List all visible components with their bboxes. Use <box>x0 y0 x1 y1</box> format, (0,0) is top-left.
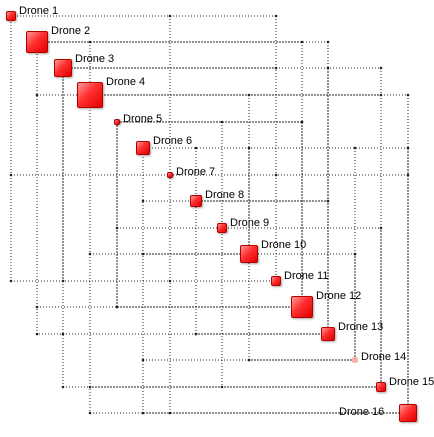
drone-node[interactable] <box>217 223 227 233</box>
drone-label: Drone 6 <box>153 135 193 147</box>
drone-label: Drone 12 <box>316 290 362 302</box>
drone-label: Drone 13 <box>338 321 384 333</box>
drone-label: Drone 3 <box>75 53 115 65</box>
drone-label: Drone 9 <box>230 217 270 229</box>
drone-label: Drone 5 <box>123 113 163 125</box>
drone-node[interactable] <box>376 382 386 392</box>
drone-node[interactable] <box>77 82 103 108</box>
link-joint <box>9 173 13 177</box>
link-joint <box>353 252 357 256</box>
drone-label: Drone 15 <box>389 376 434 388</box>
link-joint <box>115 305 119 309</box>
drone-node[interactable] <box>190 195 202 207</box>
link-joint <box>35 332 39 336</box>
link-joint <box>141 358 145 362</box>
drone-node[interactable] <box>114 119 120 125</box>
drone-label: Drone 7 <box>176 166 216 178</box>
link-joint <box>326 66 330 70</box>
drone-node[interactable] <box>271 276 281 286</box>
link-joint <box>274 66 278 70</box>
drone-label: Drone 14 <box>361 351 407 363</box>
link-joint <box>35 93 39 97</box>
link-joint <box>406 93 410 97</box>
link-joint <box>379 93 383 97</box>
drone-node[interactable] <box>54 59 72 77</box>
link-joint <box>194 332 198 336</box>
link-joint <box>247 146 251 150</box>
drone-node[interactable] <box>136 141 150 155</box>
drone-label: Drone 1 <box>19 5 59 17</box>
link-joint <box>300 40 304 44</box>
link-joint <box>379 66 383 70</box>
link-joint <box>406 146 410 150</box>
drone-label: Drone 16 <box>339 406 385 418</box>
link-joint <box>141 252 145 256</box>
link-joint <box>194 146 198 150</box>
link-joint <box>353 146 357 150</box>
drone-node[interactable] <box>26 31 48 53</box>
drone-node[interactable] <box>6 11 16 21</box>
drone-node[interactable] <box>291 296 313 318</box>
link-joint <box>168 14 172 18</box>
link-joint <box>61 385 65 389</box>
link-joint <box>274 14 278 18</box>
link-joint <box>141 199 145 203</box>
drone-label: Drone 8 <box>205 189 245 201</box>
link-joint <box>247 358 251 362</box>
link-joint <box>9 279 13 283</box>
drone-node[interactable] <box>321 327 335 341</box>
drone-label: Drone 2 <box>51 25 91 37</box>
drone-node[interactable] <box>240 245 258 263</box>
link-joint <box>326 40 330 44</box>
drone-label: Drone 4 <box>106 76 146 88</box>
drone-node[interactable] <box>399 404 417 422</box>
link-joint <box>168 279 172 283</box>
link-joint <box>61 279 65 283</box>
link-joint <box>88 411 92 415</box>
link-joint <box>326 199 330 203</box>
drone-node[interactable] <box>352 357 358 363</box>
drone-label: Drone 11 <box>284 270 329 282</box>
link-joint <box>274 173 278 177</box>
link-joint <box>141 411 145 415</box>
drone-label: Drone 10 <box>261 239 307 251</box>
drone-node[interactable] <box>167 172 173 178</box>
link-joint <box>88 385 92 389</box>
link-joint <box>300 120 304 124</box>
